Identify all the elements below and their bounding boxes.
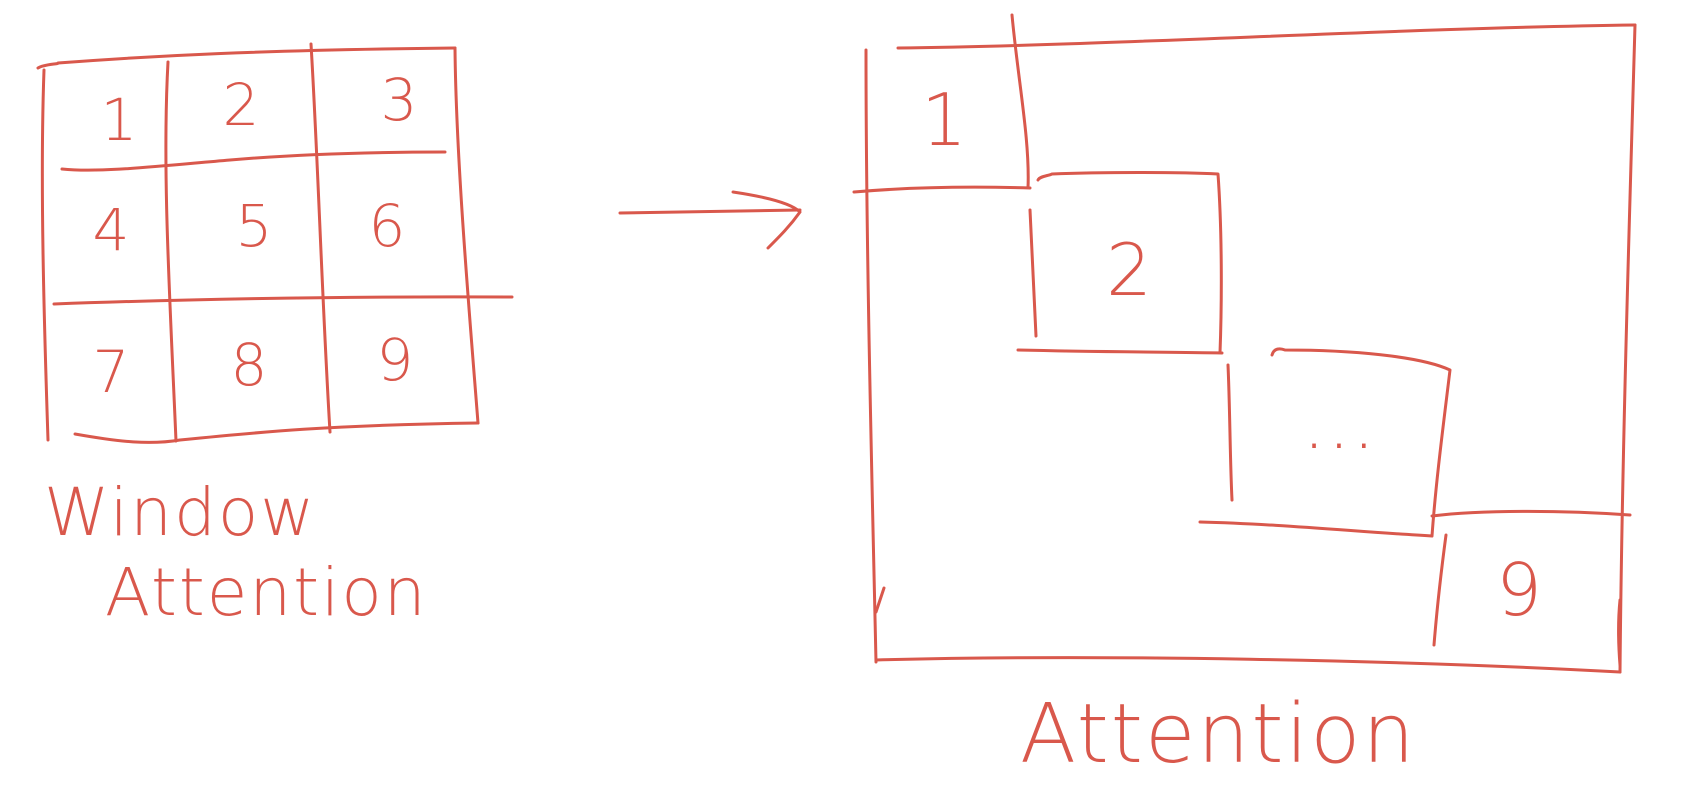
arrow-icon — [618, 190, 802, 250]
attention-block-ellipsis-label: ... — [1303, 381, 1378, 465]
window-cell-2: 2 — [223, 71, 262, 139]
window-cell-7: 7 — [93, 338, 132, 406]
window-cell-3: 3 — [381, 66, 420, 134]
attention-blocks: 1 2 ... 9 — [921, 78, 1544, 632]
window-cell-1: 1 — [101, 86, 140, 154]
attention-block-1-border — [852, 13, 1032, 194]
window-cell-5: 5 — [236, 192, 275, 260]
window-caption-line2: Attention — [105, 554, 428, 631]
attention-frame-left — [864, 48, 878, 664]
arrow-head — [731, 190, 802, 250]
attention-caption: Attention — [1020, 687, 1416, 782]
attention-block-1-label: 1 — [921, 78, 969, 162]
window-grid — [36, 42, 514, 444]
window-grid-divider-h1 — [60, 150, 447, 172]
attention-block-9-border — [1430, 509, 1632, 667]
window-grid-divider-v2 — [309, 42, 332, 434]
window-grid-divider-h2 — [52, 295, 514, 306]
window-grid-caption: Window Attention — [44, 474, 428, 631]
window-cell-9: 9 — [377, 326, 416, 394]
attention-frame-right — [1618, 23, 1637, 674]
attention-block-9-label: 9 — [1496, 548, 1544, 632]
window-cell-4: 4 — [93, 196, 132, 264]
window-grid-divider-v1 — [164, 60, 178, 443]
window-caption-line1: Window — [44, 474, 316, 551]
attention-frame-bottom — [874, 656, 1622, 674]
window-grid-right-border — [453, 46, 480, 425]
attention-block-2-label: 2 — [1106, 228, 1154, 312]
window-grid-left-border — [40, 68, 50, 442]
window-grid-bottom-border — [73, 421, 480, 444]
window-grid-top-border — [36, 46, 457, 70]
arrow-shaft — [618, 208, 802, 215]
attention-frame-tick — [874, 586, 886, 614]
attention-block-2-border — [1016, 171, 1224, 355]
window-cell-6: 6 — [369, 192, 408, 260]
attention-frame-top — [896, 23, 1637, 50]
attention-block-ellipsis-border — [1198, 347, 1452, 538]
window-grid-cells: 1 2 3 4 5 6 7 8 9 — [93, 66, 420, 406]
attention-matrix — [852, 13, 1637, 674]
window-cell-8: 8 — [231, 331, 270, 399]
